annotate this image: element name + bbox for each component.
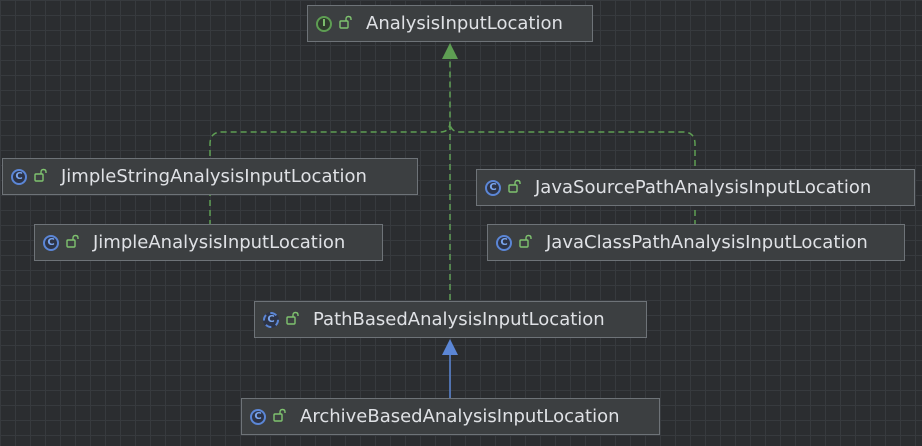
interface-icon: I (316, 15, 332, 32)
node-java-source-path-analysis-input-location[interactable]: C JavaSourcePathAnalysisInputLocation (476, 169, 915, 206)
node-archive-based-analysis-input-location[interactable]: C ArchiveBasedAnalysisInputLocation (241, 398, 660, 435)
edge-jimple-implements-analysis (209, 58, 451, 226)
node-name: JimpleStringAnalysisInputLocation (61, 166, 367, 187)
node-path-based-analysis-input-location[interactable]: C PathBasedAnalysisInputLocation (254, 301, 647, 338)
class-icon: C (250, 408, 266, 425)
class-icon: C (496, 234, 512, 251)
unlock-icon (512, 232, 532, 253)
implements-arrowhead (442, 43, 458, 59)
unlock-icon (59, 232, 79, 253)
unlock-icon (266, 406, 286, 427)
node-name: JimpleAnalysisInputLocation (93, 232, 346, 253)
node-name: AnalysisInputLocation (366, 13, 563, 34)
abstract-class-icon: C (263, 311, 279, 328)
node-name: ArchiveBasedAnalysisInputLocation (300, 406, 620, 427)
implements-edges (209, 58, 696, 300)
edge-javaclass-implements-analysis (449, 121, 696, 226)
class-icon: C (485, 179, 501, 196)
node-jimple-string-analysis-input-location[interactable]: C JimpleStringAnalysisInputLocation (2, 158, 418, 195)
class-icon: C (43, 234, 59, 251)
node-analysis-input-location[interactable]: I AnalysisInputLocation (307, 5, 593, 42)
node-java-class-path-analysis-input-location[interactable]: C JavaClassPathAnalysisInputLocation (487, 224, 905, 261)
class-icon: C (11, 168, 27, 185)
node-jimple-analysis-input-location[interactable]: C JimpleAnalysisInputLocation (34, 224, 383, 261)
unlock-icon (332, 13, 352, 34)
unlock-icon (27, 166, 47, 187)
unlock-icon (501, 177, 521, 198)
extends-arrowhead (442, 339, 458, 355)
node-name: PathBasedAnalysisInputLocation (313, 309, 605, 330)
unlock-icon (279, 309, 299, 330)
node-name: JavaClassPathAnalysisInputLocation (546, 232, 868, 253)
node-name: JavaSourcePathAnalysisInputLocation (535, 177, 872, 198)
